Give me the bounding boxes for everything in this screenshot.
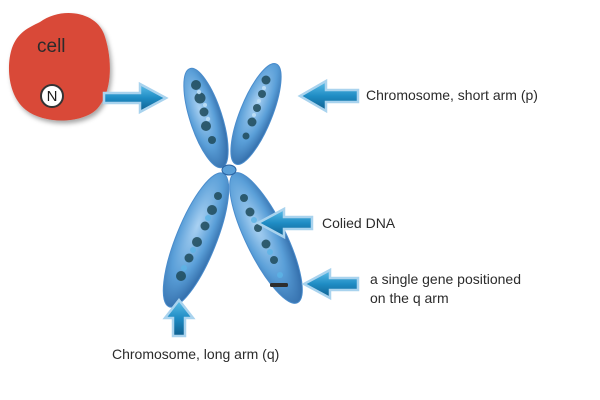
centromere — [221, 164, 237, 176]
long-arm-arrow-icon — [162, 297, 196, 338]
short-arm-arrow-icon — [297, 78, 360, 114]
short-arm-left — [183, 67, 229, 169]
coiled-dna-arrow-icon — [255, 206, 314, 240]
long-arm-left — [162, 172, 230, 308]
gene-label-line1: a single gene positioned — [370, 271, 522, 287]
cell-shape — [8, 12, 110, 121]
short-arm-right — [230, 63, 282, 165]
long-arm-right — [229, 172, 303, 304]
cell-label: cell — [37, 36, 66, 57]
gene-label-line2: on the q arm — [370, 290, 449, 306]
nucleus-icon: N — [40, 84, 64, 108]
gene-marker — [270, 283, 288, 287]
cell-arrow-icon — [102, 81, 169, 115]
gene-arrow-icon — [301, 267, 360, 301]
coiled-dna-label: Colied DNA — [322, 215, 396, 231]
short-arm-label: Chromosome, short arm (p) — [366, 87, 538, 103]
long-arm-label: Chromosome, long arm (q) — [112, 346, 280, 362]
